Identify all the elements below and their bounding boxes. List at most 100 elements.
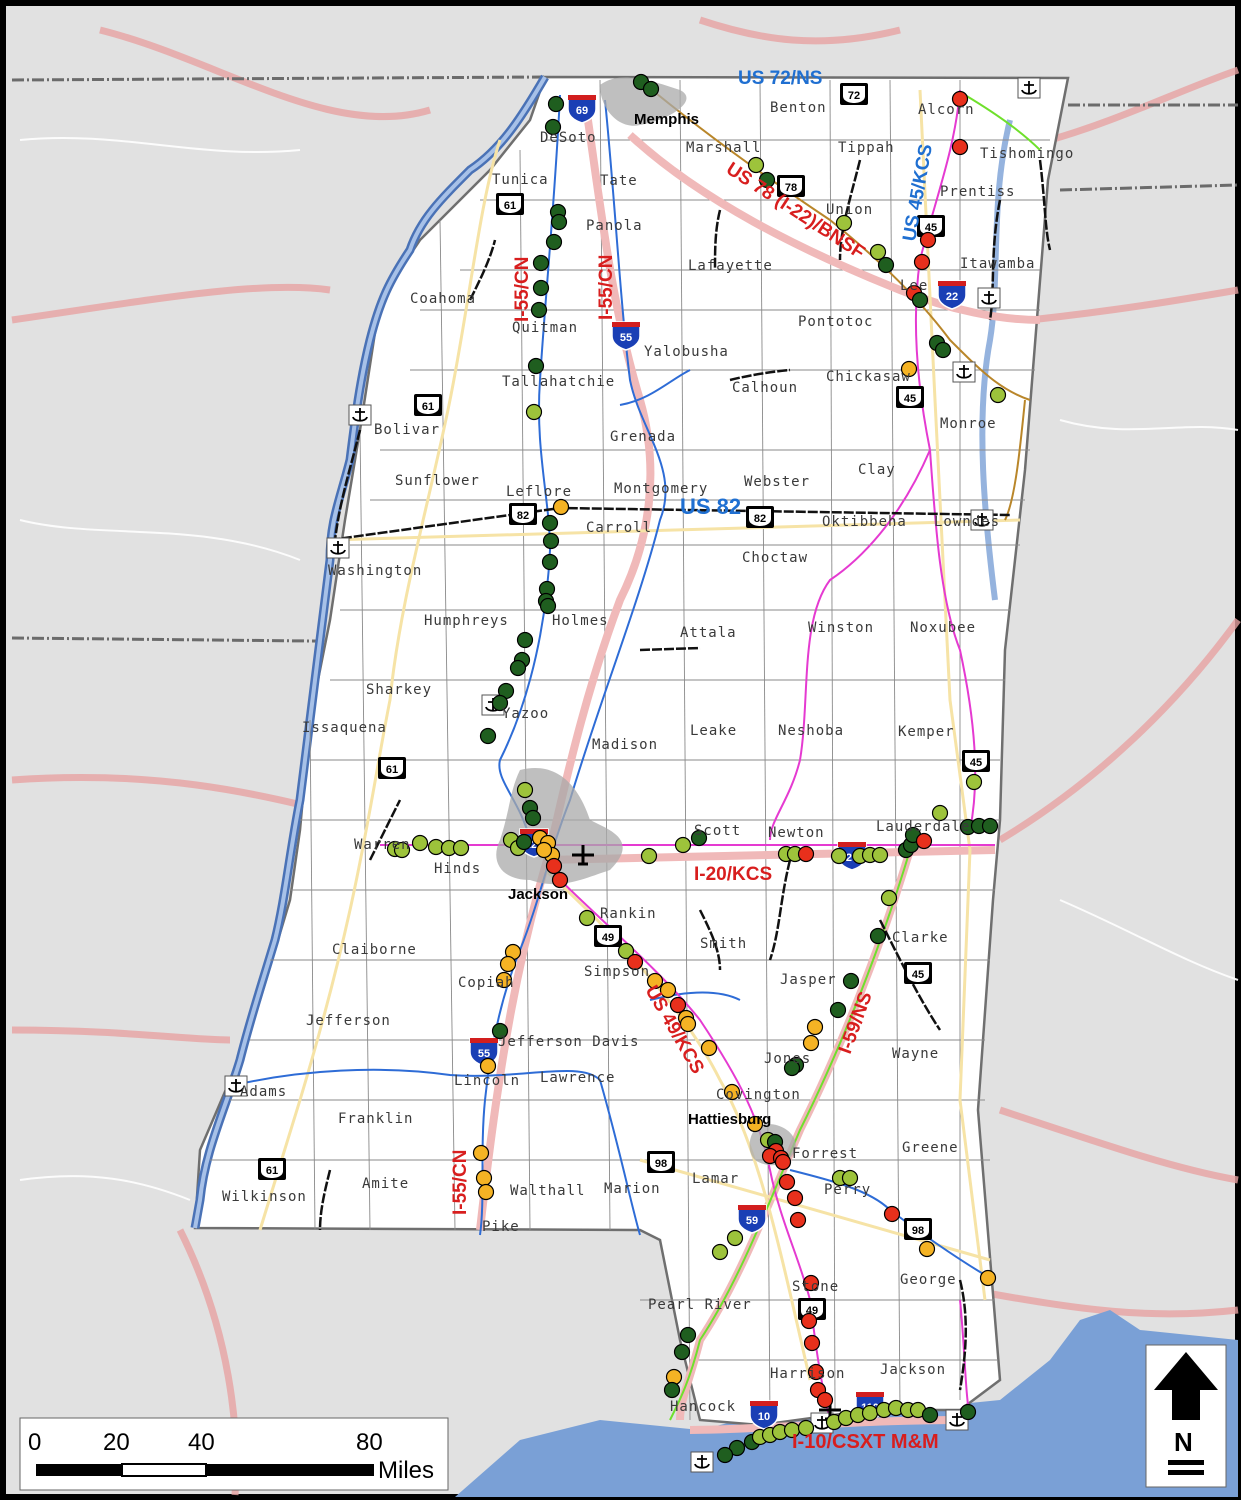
county-label: Marion — [604, 1181, 661, 1197]
county-label: Choctaw — [742, 550, 808, 566]
county-label: Newton — [768, 825, 825, 841]
crossing-marker — [746, 1115, 764, 1133]
crossing-marker — [550, 213, 568, 231]
crossing-marker — [411, 834, 429, 852]
crossing-marker — [802, 1034, 820, 1052]
crossing-marker — [802, 1274, 820, 1292]
anchor-icon — [977, 287, 1001, 309]
us-shield-icon: 45 — [896, 386, 924, 408]
north-arrow: N — [1145, 1344, 1227, 1488]
county-label: Chickasaw — [826, 369, 911, 385]
crossing-marker — [542, 532, 560, 550]
county-label: Panola — [586, 218, 643, 234]
crossing-marker — [679, 1015, 697, 1033]
crossing-marker — [959, 1403, 977, 1421]
county-label: Issaquena — [302, 720, 387, 736]
crossing-marker — [726, 1229, 744, 1247]
us-shield-number: 82 — [517, 510, 529, 522]
county-label: Madison — [592, 737, 658, 753]
crossing-marker — [515, 833, 533, 851]
crossing-marker — [679, 1326, 697, 1344]
county-label: Rankin — [600, 906, 657, 922]
crossing-marker — [516, 781, 534, 799]
county-label: Lafayette — [688, 258, 773, 274]
county-label: Smith — [700, 936, 747, 952]
interstate-shield-number: 59 — [746, 1215, 758, 1227]
crossing-marker — [783, 1059, 801, 1077]
interstate-shield-icon: 22 — [937, 280, 967, 310]
background-highways — [11, 16, 1241, 1496]
crossing-marker — [807, 1363, 825, 1381]
county-label: Forrest — [792, 1146, 858, 1162]
north-arrow-bar-1 — [1168, 1460, 1204, 1465]
crossing-marker — [669, 996, 687, 1014]
county-label: Noxubee — [910, 620, 976, 636]
corridor-label-us82: US 82 — [680, 494, 741, 519]
crossing-marker — [527, 357, 545, 375]
crossing-marker — [578, 909, 596, 927]
us-shield-icon: 61 — [414, 394, 442, 416]
crossing-marker — [934, 341, 952, 359]
crossing-marker — [829, 1001, 847, 1019]
crossing-marker — [880, 889, 898, 907]
crossing-marker — [530, 301, 548, 319]
corridor-label-i55-west: I-55/CN — [512, 257, 533, 322]
us-shield-number: 49 — [602, 932, 614, 944]
county-label: Lincoln — [454, 1073, 520, 1089]
city-label-hattiesburg: Hattiesburg — [688, 1111, 771, 1128]
county-label: Adams — [240, 1084, 287, 1100]
crossing-marker — [869, 243, 887, 261]
north-arrow-label: N — [1174, 1427, 1193, 1457]
county-label: Neshoba — [778, 723, 844, 739]
crossing-marker — [545, 233, 563, 251]
crossing-marker — [551, 871, 569, 889]
us-shield-number: 45 — [925, 222, 937, 234]
us-shield-number: 61 — [266, 1165, 278, 1177]
county-label: Amite — [362, 1176, 409, 1192]
county-label: Tishomingo — [980, 146, 1074, 162]
crossing-marker — [673, 1343, 691, 1361]
county-label: Carroll — [586, 520, 652, 536]
crossing-marker — [640, 847, 658, 865]
crossing-marker — [472, 1144, 490, 1162]
crossing-marker — [516, 631, 534, 649]
interstate-shield-number: 22 — [946, 291, 958, 303]
county-label: Benton — [770, 100, 827, 116]
crossing-marker — [871, 846, 889, 864]
county-label: Tippah — [838, 140, 895, 156]
north-arrow-icon — [1154, 1352, 1218, 1420]
rail-green — [669, 94, 1041, 1421]
crossing-marker — [626, 953, 644, 971]
crossing-marker — [915, 832, 933, 850]
county-label: Sharkey — [366, 682, 432, 698]
crossing-marker — [479, 1057, 497, 1075]
county-label: Hinds — [434, 861, 481, 877]
county-label: Stone — [792, 1279, 839, 1295]
county-label: Oktibbeha — [822, 514, 907, 530]
county-label: Jackson — [880, 1362, 946, 1378]
county-label: Itawamba — [960, 256, 1035, 272]
county-label: Lamar — [692, 1171, 739, 1187]
crossing-marker — [690, 829, 708, 847]
crossing-marker — [646, 972, 664, 990]
crossing-marker — [918, 1240, 936, 1258]
us-shield-number: 72 — [848, 90, 860, 102]
crossing-marker — [747, 156, 765, 174]
us-shield-icon: 45 — [962, 750, 990, 772]
county-label: Webster — [744, 474, 810, 490]
crossing-marker — [544, 118, 562, 136]
county-label: Perry — [824, 1182, 871, 1198]
scale-segment-1 — [36, 1464, 122, 1476]
us-shield-number: 45 — [912, 969, 924, 981]
corridor-label-i10: I-10/CSXT M&M — [792, 1431, 939, 1453]
county-label: Coahoma — [410, 291, 476, 307]
interstate-shield-icon: 55 — [611, 321, 641, 351]
interstate-shield-icon: 10 — [749, 1400, 779, 1430]
scale-unit: Miles — [378, 1457, 434, 1484]
crossing-marker — [830, 847, 848, 865]
us-shield-icon: 78 — [777, 175, 805, 197]
anchor-icon — [326, 537, 350, 559]
crossing-marker — [452, 839, 470, 857]
crossing-marker — [816, 1391, 834, 1409]
us-shield-icon: 72 — [840, 83, 868, 105]
